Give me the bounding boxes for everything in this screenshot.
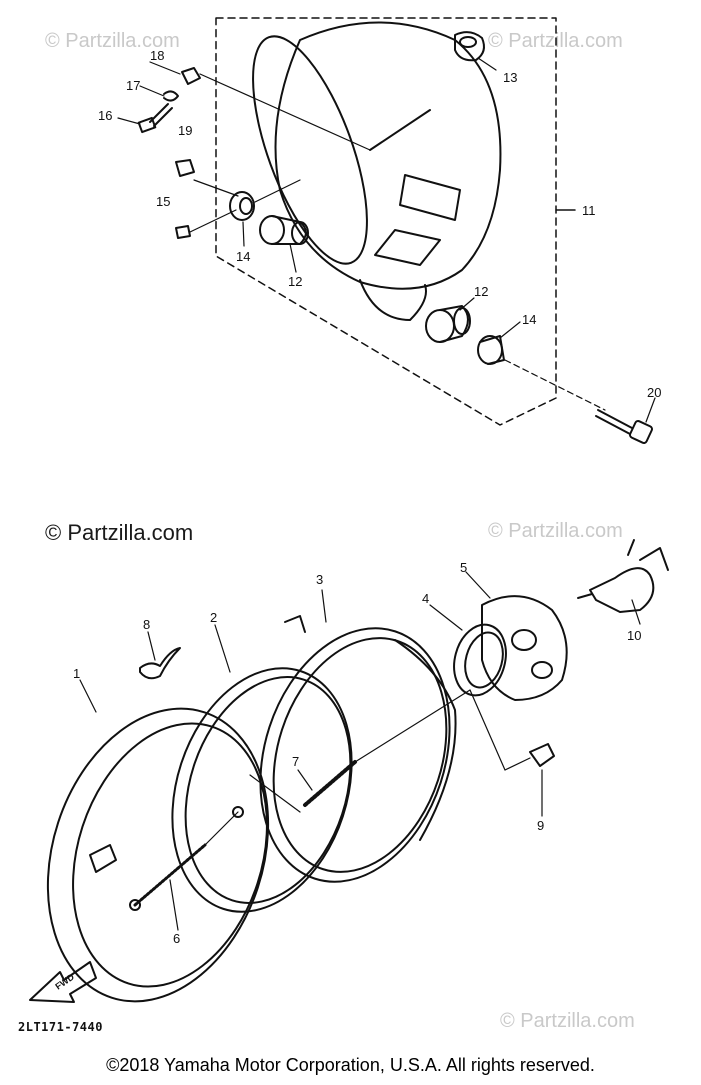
part-5-socket-cover: [481, 595, 568, 701]
diagram-code: 2LT171-7440: [18, 1020, 103, 1034]
callout-20: 20: [647, 385, 661, 400]
copyright-notice: ©2018 Yamaha Motor Corporation, U.S.A. A…: [106, 1055, 595, 1075]
callout-14a: 14: [236, 249, 250, 264]
part-15-screw: [175, 225, 191, 239]
part-14-bushing-left: [229, 191, 255, 221]
part-14-bushing-right: [477, 335, 505, 365]
callout-5: 5: [460, 560, 467, 575]
part-1-rim: [46, 707, 270, 1003]
callout-4: 4: [422, 591, 429, 606]
callout-7: 7: [292, 754, 299, 769]
fwd-arrow: [29, 961, 97, 1003]
headlight-housing: [252, 21, 502, 321]
callout-14b: 14: [522, 312, 536, 327]
callout-12b: 12: [474, 284, 488, 299]
callout-3: 3: [316, 572, 323, 587]
callout-6: 6: [173, 931, 180, 946]
part-9-clip: [529, 743, 555, 767]
callout-9: 9: [537, 818, 544, 833]
partzilla-watermark: © Partzilla.com: [45, 520, 194, 545]
part-3-lens-unit: [259, 615, 457, 883]
part-4-retainer: [453, 623, 507, 697]
callout-11: 11: [582, 203, 596, 218]
watermark: © Partzilla.com: [45, 30, 180, 52]
part-12-grommet-right: [425, 305, 471, 343]
part-18-nut: [181, 67, 201, 85]
callout-15: 15: [156, 194, 170, 209]
part-17-washer: [163, 90, 179, 102]
callout-2: 2: [210, 610, 217, 625]
callout-12a: 12: [288, 274, 302, 289]
part-16-bolt: [137, 103, 173, 134]
callout-13: 13: [503, 70, 517, 85]
part-10-bulb: [577, 539, 669, 613]
assembly-outline: [215, 17, 557, 426]
part-13-cap: [454, 31, 485, 62]
part-7-spring: [249, 689, 471, 813]
callout-10: 10: [627, 628, 641, 643]
part-12-grommet-left: [259, 215, 309, 245]
part-19-nut: [175, 159, 195, 177]
callout-16: 16: [98, 108, 112, 123]
part-8-clip: [139, 647, 181, 680]
callout-17: 17: [126, 78, 140, 93]
callout-labels: 1 2 3 4 5 6 7 8 9 10 11 12 12 13 14 14 1…: [53, 48, 661, 992]
watermark: © Partzilla.com: [488, 520, 623, 542]
part-20-bolt: [595, 409, 653, 444]
part-6-screw: [129, 806, 244, 911]
callout-8: 8: [143, 617, 150, 632]
part-2-ring: [171, 667, 353, 913]
callout-1: 1: [73, 666, 80, 681]
callout-18: 18: [150, 48, 164, 63]
callout-19: 19: [178, 123, 192, 138]
watermark: © Partzilla.com: [500, 1010, 635, 1032]
